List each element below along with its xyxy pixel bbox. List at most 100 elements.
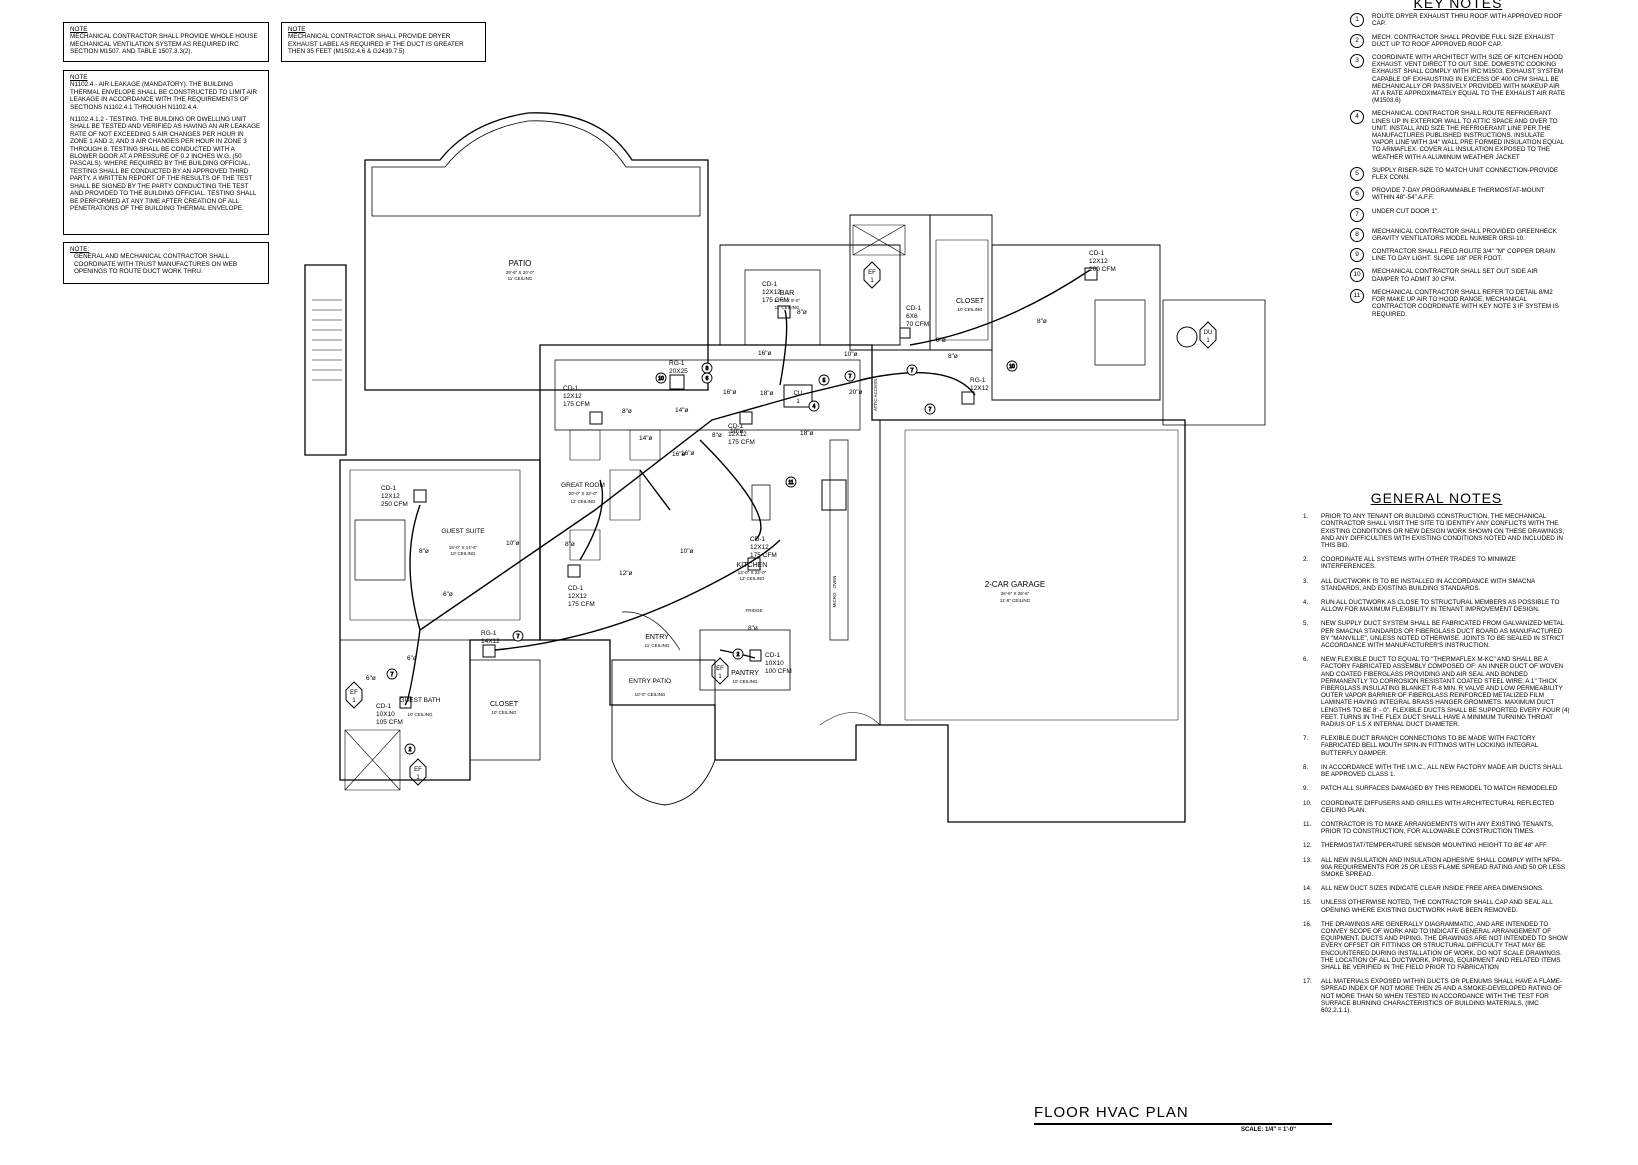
general-note-number: 7. bbox=[1303, 735, 1309, 743]
diffuser-symbol bbox=[739, 411, 753, 425]
general-note-item: 15. UNLESS OTHERWISE NOTED, THE CONTRACTO… bbox=[1303, 899, 1570, 913]
general-note-number: 6. bbox=[1303, 656, 1309, 664]
branch-kitchen bbox=[699, 439, 762, 541]
duct-size: 8"ø bbox=[797, 309, 807, 316]
dryer-symbol bbox=[1176, 326, 1198, 348]
bar-room bbox=[744, 269, 821, 346]
general-note-text: ALL NEW DUCT SIZES INDICATE CLEAR INSIDE… bbox=[1321, 885, 1544, 893]
room-ceiling: 11' CEILING bbox=[508, 276, 533, 281]
room-ceiling: 10' CEILING bbox=[957, 307, 983, 312]
key-note-number: 6 bbox=[1350, 187, 1364, 202]
diffuser-tag: CD-1 bbox=[750, 536, 766, 543]
east-porch bbox=[1162, 299, 1266, 426]
garage bbox=[879, 419, 1186, 823]
diffuser-cfm: 175 CFM bbox=[762, 297, 789, 304]
key-note-bubble bbox=[924, 403, 936, 415]
general-note-item: 1.PRIOR TO ANY TENANT OR BUILDING CONSTR… bbox=[1303, 513, 1570, 549]
room-ceiling: 10' CEILING bbox=[732, 679, 758, 684]
note-box-trusses: NOTE: GENERAL AND MECHANICAL CONTRACTOR … bbox=[63, 242, 269, 284]
general-note-item: 3.ALL DUCTWORK IS TO BE INSTALLED IN ACC… bbox=[1303, 578, 1570, 592]
dryer-vent-symbol bbox=[1199, 321, 1217, 349]
general-note-number: 10. bbox=[1303, 799, 1312, 807]
general-note-item: 7.FLEXIBLE DUCT BRANCH CONNECTIONS TO BE… bbox=[1303, 735, 1570, 757]
key-note-text: UNDER CUT DOOR 1". bbox=[1372, 207, 1439, 215]
diffuser-size: 6X6 bbox=[906, 313, 918, 320]
walls bbox=[304, 112, 1266, 823]
diffuser-cfm: 100 CFM bbox=[765, 668, 792, 675]
duct-size: 10"ø bbox=[730, 428, 744, 435]
key-note-bubble bbox=[906, 364, 918, 376]
general-note-number: 14. bbox=[1303, 885, 1312, 893]
general-note-number: 4. bbox=[1303, 599, 1309, 607]
diffuser-symbol bbox=[589, 411, 603, 425]
key-note-text: CONTRACTOR SHALL FIELD ROUTE 3/4" "M" CO… bbox=[1372, 248, 1556, 263]
room-ceiling: 10' CEILING bbox=[450, 551, 476, 556]
note-box-air-leakage: NOTE N1102.4 - AIR LEAKAGE (MANDATORY). … bbox=[63, 70, 269, 235]
key-note-number: 7 bbox=[1350, 207, 1364, 222]
main-trunk bbox=[419, 394, 801, 631]
note-box-ventilation: NOTE MECHANICAL CONTRACTOR SHALL PROVIDE… bbox=[63, 22, 269, 62]
key-note-text: PROVIDE 7-DAY PROGRAMMABLE THERMOSTAT-MO… bbox=[1372, 187, 1545, 202]
general-note-item: 17.ALL MATERIALS EXPOSED WITHIN DUCTS OR… bbox=[1303, 978, 1570, 1014]
duct-size: 10"ø bbox=[506, 540, 520, 547]
room-dims: 20'-0" X 22'-0" bbox=[569, 491, 598, 496]
general-note-number: 8. bbox=[1303, 763, 1309, 771]
general-note-text: UNLESS OTHERWISE NOTED, THE CONTRACTOR S… bbox=[1321, 899, 1553, 914]
duct-size: 18"ø bbox=[760, 390, 774, 397]
key-note-text: MECH. CONTRACTOR SHALL PROVIDE FULL SIZE… bbox=[1372, 33, 1554, 48]
key-note-text: MECHANICAL CONTRACTOR SHALL SET OUT SIDE… bbox=[1372, 268, 1538, 283]
key-note-bubble bbox=[785, 476, 797, 488]
exhaust-fan-symbol bbox=[345, 681, 363, 709]
general-note-text: NEW FLEXIBLE DUCT TO EQUAL TO "THERMAFLE… bbox=[1321, 656, 1570, 729]
general-note-text: PATCH ALL SURFACES DAMAGED BY THIS REMOD… bbox=[1321, 785, 1558, 793]
diffuser-symbol bbox=[747, 557, 761, 571]
general-note-item: 13.ALL NEW INSULATION AND INSULATION ADH… bbox=[1303, 857, 1570, 879]
diffuser-size: 12X12 bbox=[728, 431, 747, 438]
return-run bbox=[494, 539, 781, 651]
patio-outline bbox=[364, 112, 709, 391]
general-note-text: ALL MATERIALS EXPOSED WITHIN DUCTS OR PL… bbox=[1321, 978, 1563, 1014]
grille-size: 20X25 bbox=[669, 368, 688, 375]
grille-tag: RG-1 bbox=[970, 377, 986, 384]
equipment-num: 1 bbox=[870, 278, 874, 284]
room-ceiling: 11'-6" CEILING bbox=[1000, 598, 1031, 603]
key-note-bubble-number: 10 bbox=[1009, 364, 1015, 370]
duct-size: 8"ø bbox=[936, 337, 946, 344]
equipment-num: 1 bbox=[416, 775, 420, 781]
bar-block bbox=[719, 244, 901, 346]
great-room-sofa bbox=[569, 429, 661, 561]
inner-main bbox=[554, 359, 861, 431]
micro-label: MICRO bbox=[832, 592, 837, 607]
room-ceiling: 10' CEILING bbox=[491, 710, 517, 715]
general-notes-title: GENERAL NOTES bbox=[1370, 490, 1503, 506]
general-note-item: 6. NEW FLEXIBLE DUCT TO EQUAL TO "THERMAF… bbox=[1303, 656, 1570, 728]
plan-title: FLOOR HVAC PLAN bbox=[1034, 1104, 1189, 1121]
room-name: ENTRY bbox=[645, 634, 669, 641]
room-ceiling: 10' CEILING bbox=[407, 712, 433, 717]
room-ceiling: 10'-0" CEILING bbox=[635, 692, 666, 697]
general-note-text: NEW SUPPLY DUCT SYSTEM SHALL BE FABRICAT… bbox=[1321, 620, 1565, 650]
general-note-number: 15. bbox=[1303, 899, 1312, 907]
grille-tag: RG-1 bbox=[669, 360, 685, 367]
diffuser-tag: CD-1 bbox=[376, 703, 392, 710]
fridge-label: FRIDGE bbox=[745, 608, 762, 613]
room-dims: 15'-0" X 14'-6" bbox=[449, 545, 478, 550]
equipment-tag: DU bbox=[1204, 330, 1213, 336]
misc-labels: ATTIC ACCESS FRIDGE OVEN MICRO bbox=[745, 379, 878, 613]
room-name: GREAT ROOM bbox=[561, 482, 605, 489]
entry-door bbox=[621, 611, 681, 651]
key-note-bubble bbox=[701, 372, 713, 384]
duct-size: 8"ø bbox=[565, 541, 575, 548]
closet-guest bbox=[470, 659, 541, 761]
